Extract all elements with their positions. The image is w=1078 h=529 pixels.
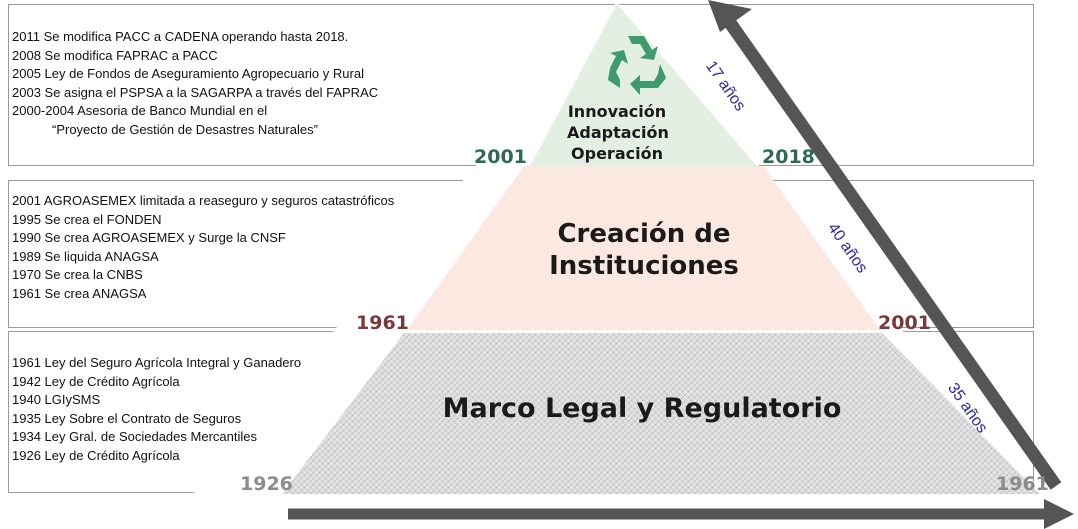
event-item: 1990 Se crea AGROASEMEX y Surge la CNSF (12, 230, 286, 246)
event-item: 2003 Se asigna el PSPSA a la SAGARPA a t… (12, 84, 379, 100)
event-item: 2008 Se modifica FAPRAC a PACC (12, 47, 218, 63)
title-line: Innovación (567, 102, 667, 121)
event-item: 1934 Ley Gral. de Sociedades Mercantiles (12, 429, 257, 445)
recycle-icon (608, 36, 666, 95)
top-year-end: 2018 (762, 146, 815, 168)
middle-year-end: 2001 (878, 312, 931, 334)
top-year-start: 2001 (474, 146, 527, 168)
middle-events-list: 2001 AGROASEMEX limitada a reaseguro y s… (12, 192, 394, 304)
event-item: 1961 Se crea ANAGSA (12, 285, 147, 301)
title-line: Instituciones (549, 251, 739, 281)
event-item: 1935 Ley Sobre el Contrato de Seguros (12, 410, 242, 426)
bottom-events-list: 1961 Ley del Seguro Agrícola Integral y … (12, 354, 301, 466)
bottom-year-start: 1926 (240, 473, 293, 495)
event-item: 1961 Ley del Seguro Agrícola Integral y … (12, 355, 302, 370)
top-level-title: Innovación Adaptación Operación (567, 101, 669, 164)
title-line: Marco Legal y Regulatorio (442, 393, 842, 424)
pyramid-level-middle (407, 166, 880, 330)
event-item: 2001 AGROASEMEX limitada a reaseguro y s… (12, 193, 395, 208)
title-line: Creación de (557, 219, 731, 249)
bottom-year-end: 1961 (996, 473, 1049, 495)
event-item: 1989 Se liquida ANAGSA (12, 248, 159, 264)
event-item: 1940 LGIySMS (12, 392, 101, 408)
event-item: 2005 Ley de Fondos de Aseguramiento Agro… (12, 66, 364, 82)
event-item: “Proyecto de Gestión de Desastres Natura… (52, 121, 318, 137)
middle-year-start: 1961 (356, 312, 409, 334)
event-item: 1926 Ley de Crédito Agrícola (12, 447, 180, 463)
diagonal-arrow-shaft (722, 16, 1062, 490)
event-item: 1942 Ley de Crédito Agrícola (12, 373, 180, 389)
bottom-level-title: Marco Legal y Regulatorio (412, 392, 872, 426)
bottom-arrow-head (1044, 499, 1074, 529)
title-line: Adaptación (567, 123, 669, 142)
event-item: 1970 Se crea la CNBS (12, 267, 143, 283)
diagonal-arrow-head (708, 0, 752, 32)
title-line: Operación (571, 144, 663, 163)
pyramid-level-bottom (282, 333, 1040, 494)
event-item: 1995 Se crea el FONDEN (12, 211, 162, 227)
middle-level-title: Creación de Instituciones (524, 218, 764, 282)
top-events-list: 2011 Se modifica PACC a CADENA operando … (12, 28, 378, 140)
event-item: 2011 Se modifica PACC a CADENA operando … (12, 29, 349, 44)
event-item: 2000-2004 Asesoria de Banco Mundial en e… (12, 103, 268, 119)
